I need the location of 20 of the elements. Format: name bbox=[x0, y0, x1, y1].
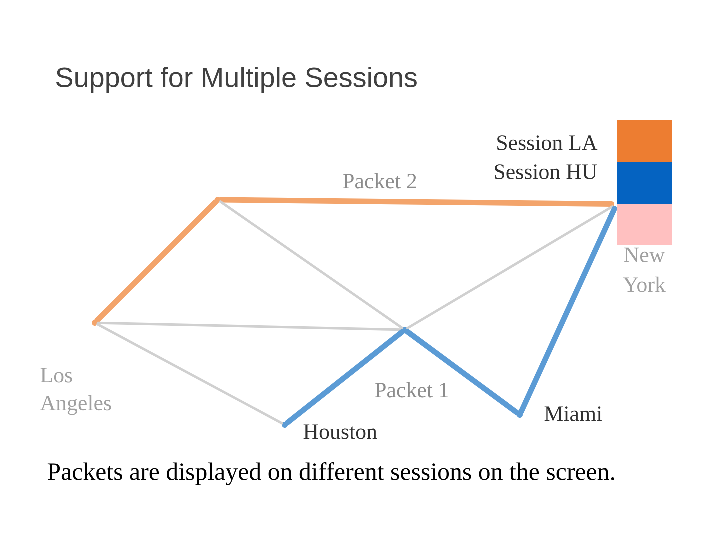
caption: Packets are displayed on different sessions on the screen. bbox=[48, 462, 614, 486]
city-label: Miami bbox=[544, 406, 602, 422]
network-link bbox=[284, 329, 406, 426]
network-link bbox=[96, 323, 284, 425]
city-label: Houston bbox=[304, 424, 378, 440]
network-link bbox=[219, 200, 404, 330]
city-label: Los Angeles bbox=[40, 368, 112, 416]
network-link bbox=[218, 197, 615, 207]
legend-label: Session HU bbox=[495, 164, 598, 180]
node-label: New York bbox=[623, 248, 666, 292]
network-link bbox=[96, 322, 404, 332]
edge-label: Packet 2 bbox=[342, 172, 418, 190]
city-box: New York bbox=[617, 204, 672, 292]
slide-title: Support for Multiple Sessions bbox=[56, 67, 417, 93]
network-link bbox=[94, 200, 218, 324]
network-link bbox=[518, 206, 618, 415]
network-link bbox=[404, 329, 520, 416]
network-link bbox=[406, 206, 614, 330]
edge-label: Packet 1 bbox=[374, 381, 450, 399]
legend-label: Session LA bbox=[498, 136, 598, 150]
